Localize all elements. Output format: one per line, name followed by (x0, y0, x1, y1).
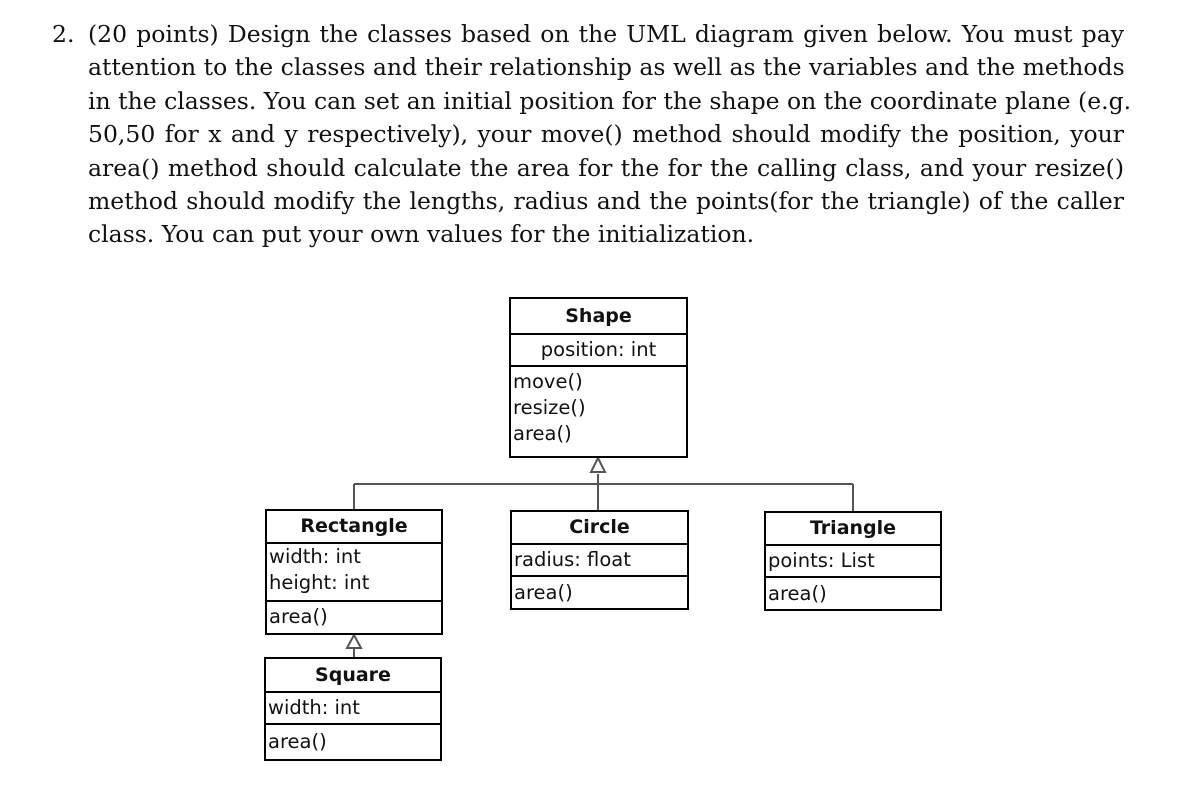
attribute: width: int (269, 545, 361, 568)
attribute: width: int (268, 696, 360, 719)
method: area() (514, 581, 573, 604)
method: area() (513, 422, 572, 445)
question-line: class. You can put your own values for t… (88, 220, 755, 249)
question-body: (20 points) Design the classes based on … (88, 18, 1132, 252)
method: area() (768, 582, 827, 605)
attributes-section: points: List (766, 544, 940, 576)
class-name: Rectangle (300, 515, 408, 537)
methods-section: area() (266, 723, 440, 759)
question-line: method should modify the lengths, radius… (88, 187, 1124, 216)
class-name: Square (315, 664, 391, 686)
shape-inheritance-arrow (589, 455, 607, 473)
question-line: in the classes. You can set an initial p… (88, 86, 1132, 115)
method: move() (513, 370, 583, 393)
class-name: Circle (569, 516, 630, 538)
question-line: attention to the classes and their relat… (88, 53, 1125, 82)
question-text: 2. (20 points) Design the classes based … (52, 18, 1132, 252)
class-rectangle: Rectangle width: int height: int area() (265, 509, 443, 635)
attributes-section: width: int height: int (267, 542, 441, 600)
methods-section: area() (766, 576, 940, 609)
attribute: radius: float (514, 548, 631, 571)
question-number: 2. (52, 20, 75, 48)
class-shape: Shape position: int move() resize() area… (509, 297, 688, 458)
methods-section: move() resize() area() (511, 365, 686, 447)
class-circle: Circle radius: float area() (510, 510, 689, 610)
class-square: Square width: int area() (264, 657, 442, 761)
attributes-section: position: int (511, 333, 686, 365)
question-line: 50,50 for x and y respectively), your mo… (88, 120, 1124, 149)
attributes-section: width: int (266, 691, 440, 723)
method: area() (269, 605, 328, 628)
rectangle-inheritance-arrow (345, 632, 363, 649)
question-line: (20 points) Design the classes based on … (88, 20, 1124, 48)
method: resize() (513, 396, 586, 419)
attributes-section: radius: float (512, 543, 687, 575)
attribute: position: int (540, 338, 657, 361)
attribute: height: int (269, 571, 370, 594)
methods-section: area() (512, 575, 687, 608)
class-triangle: Triangle points: List area() (764, 511, 942, 611)
method: area() (268, 730, 327, 753)
class-name: Shape (565, 305, 632, 327)
attribute: points: List (768, 549, 875, 572)
methods-section: area() (267, 600, 441, 632)
question-line: area() method should calculate the area … (88, 153, 1124, 182)
class-name: Triangle (809, 517, 897, 539)
